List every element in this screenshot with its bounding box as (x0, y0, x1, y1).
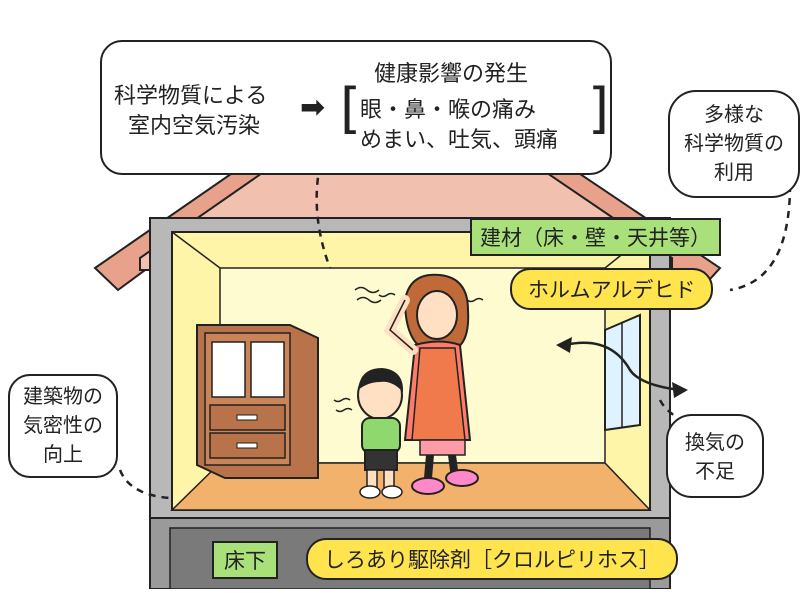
chemicals-line1: 多様な (704, 102, 764, 126)
airtight-line3: 向上 (43, 442, 83, 466)
chemicals-line2: 科学物質の (684, 131, 784, 155)
termiticide-label: しろあり駆除剤［クロルピリホス］ (306, 538, 678, 580)
airtight-line2: 気密性の (23, 413, 103, 437)
cause-text-line1: 科学物質による (114, 84, 268, 109)
ventilation-line1: 換気の (685, 430, 745, 454)
boy-figure (333, 368, 404, 499)
building-materials-label: 建材（床・壁・天井等） (470, 218, 721, 256)
formaldehyde-label: ホルムアルデヒド (510, 268, 714, 310)
underfloor-label: 床下 (212, 541, 278, 579)
effect-text-line2: めまい、吐気、頭痛 (360, 128, 559, 153)
effect-bracket-right: ] (588, 77, 610, 140)
chemicals-line3: 利用 (714, 160, 754, 184)
chemicals-bubble: 多様な 科学物質の 利用 (668, 90, 800, 198)
window (604, 313, 641, 432)
leader-lines (118, 164, 792, 500)
effect-bracket-left: [ (340, 77, 362, 140)
odor-squiggle (354, 286, 382, 304)
arrow-right-icon: ➡ (300, 90, 326, 125)
ventilation-line2: 不足 (695, 459, 735, 483)
cause-text-line2: 室内空気汚染 (128, 114, 261, 139)
airtight-line1: 建築物の (23, 384, 103, 408)
ventilation-bubble: 換気の 不足 (666, 414, 764, 498)
cause-effect-bubble: 科学物質による 室内空気汚染 ➡ 健康影響の発生 [ 眼・鼻・喉の痛み めまい、… (100, 40, 612, 175)
woman-figure (378, 273, 484, 495)
cabinet (196, 324, 319, 479)
airtightness-bubble: 建築物の 気密性の 向上 (8, 374, 118, 478)
ventilation-arrow (556, 337, 688, 398)
effect-text-line1: 眼・鼻・喉の痛み (360, 98, 537, 123)
effect-title: 健康影響の発生 (374, 62, 529, 87)
